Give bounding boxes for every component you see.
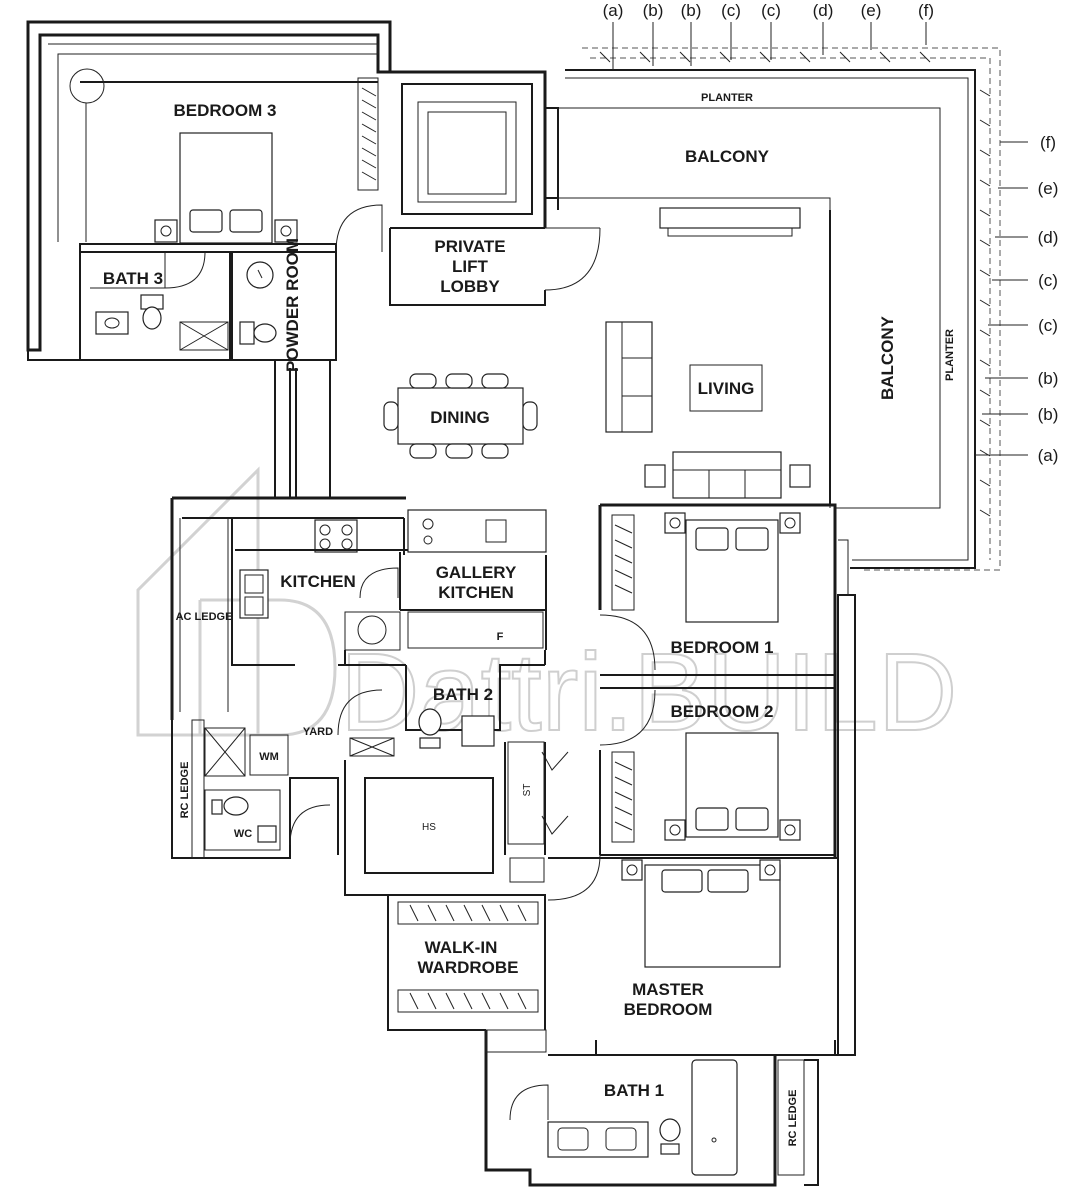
bath2-block: BATH 2 [337, 664, 545, 749]
balcony-block: PLANTER BALCONY BALCONY PLANTER [548, 47, 1001, 571]
lift-block: PRIVATE LIFT LOBBY [389, 70, 601, 306]
tag-top-7: (e) [861, 1, 882, 20]
elevation-tags-right: (f) (e) (d) (c) (c) (b) (b) (a) [975, 133, 1058, 465]
svg-text:PLANTER: PLANTER [944, 329, 956, 381]
tag-top-4: (c) [721, 1, 741, 20]
wardrobe-label-2: WARDROBE [417, 958, 518, 977]
hs-label: HS [422, 822, 436, 833]
master-bedroom-block: MASTER BEDROOM [547, 854, 839, 1056]
balcony-top-label: BALCONY [685, 147, 770, 166]
planter-top-label: PLANTER [701, 92, 753, 104]
tag-right-7: (b) [1038, 405, 1059, 424]
tag-top-2: (b) [643, 1, 664, 20]
svg-text:RC LEDGE: RC LEDGE [787, 1090, 799, 1147]
bedroom2-block: BEDROOM 2 [599, 689, 835, 856]
bath1-label: BATH 1 [604, 1081, 664, 1100]
powder-room-block: POWDER ROOM [231, 238, 337, 372]
tag-top-1: (a) [603, 1, 624, 20]
bedroom1-label: BEDROOM 1 [671, 638, 774, 657]
walk-in-wardrobe-block: WALK-IN WARDROBE [388, 894, 546, 1030]
tag-right-5: (c) [1038, 316, 1058, 335]
gallery-kitchen-block: F GALLERY KITCHEN [344, 509, 547, 651]
ac-ledge-label: AC LEDGE [176, 611, 233, 623]
bath3-block: BATH 3 [79, 251, 231, 361]
balcony-right-label: BALCONY [878, 315, 897, 400]
kitchen-label: KITCHEN [280, 572, 356, 591]
tag-top-6: (d) [813, 1, 834, 20]
tag-right-2: (e) [1038, 179, 1059, 198]
bedroom2-label: BEDROOM 2 [671, 702, 774, 721]
powder-room-label: POWDER ROOM [283, 238, 302, 372]
svg-text:POWDER ROOM: POWDER ROOM [283, 238, 302, 372]
tag-right-3: (d) [1038, 228, 1059, 247]
master-bedroom-label-2: BEDROOM [624, 1000, 713, 1019]
bedroom1-block: BEDROOM 1 [598, 503, 837, 858]
hs-block: HS ST [344, 741, 569, 1031]
bedroom3-label: BEDROOM 3 [174, 101, 277, 120]
tag-right-6: (b) [1038, 369, 1059, 388]
tag-top-8: (f) [918, 1, 934, 20]
misc-walls [344, 107, 836, 1055]
bath2-label: BATH 2 [433, 685, 493, 704]
lobby-label-2: LIFT [452, 257, 488, 276]
right-facade [837, 539, 856, 1056]
yard-block: WM YARD WC RC LEDGE [171, 719, 395, 859]
kitchen-block: KITCHEN AC LEDGE [170, 496, 410, 720]
rc-ledge-left-label: RC LEDGE [179, 762, 191, 819]
dining-label: DINING [430, 408, 490, 427]
wm-label: WM [259, 751, 279, 763]
bath1-block: BATH 1 RC LEDGE [484, 1029, 819, 1187]
planter-right-label: PLANTER [944, 329, 956, 381]
rc-ledge-right-label: RC LEDGE [787, 1090, 799, 1147]
elevation-tags-top: (a) (b) (b) (c) (c) (d) (e) (f) [603, 1, 934, 70]
lobby-label-3: LOBBY [440, 277, 500, 296]
bath3-label: BATH 3 [103, 269, 163, 288]
yard-label: YARD [303, 726, 333, 738]
living-label: LIVING [698, 379, 755, 398]
corridor-walls [274, 360, 331, 498]
wc-label: WC [234, 828, 252, 840]
tag-right-1: (f) [1040, 133, 1056, 152]
tag-right-8: (a) [1038, 446, 1059, 465]
svg-text:BALCONY: BALCONY [878, 315, 897, 400]
living-block: LIVING [557, 198, 831, 505]
tag-right-4: (c) [1038, 271, 1058, 290]
lobby-label-1: PRIVATE [434, 237, 505, 256]
master-bedroom-label-1: MASTER [632, 980, 704, 999]
tag-top-5: (c) [761, 1, 781, 20]
bedroom3-block: BEDROOM 3 [26, 20, 392, 361]
tag-top-3: (b) [681, 1, 702, 20]
gallery-kitchen-label-2: KITCHEN [438, 583, 514, 602]
gallery-kitchen-label-1: GALLERY [436, 563, 517, 582]
svg-text:RC LEDGE: RC LEDGE [179, 762, 191, 819]
dining-block: DINING [383, 373, 538, 459]
svg-text:ST: ST [522, 784, 533, 797]
fridge-label: F [497, 631, 504, 643]
st-label: ST [522, 784, 533, 797]
wardrobe-label-1: WALK-IN [425, 938, 498, 957]
